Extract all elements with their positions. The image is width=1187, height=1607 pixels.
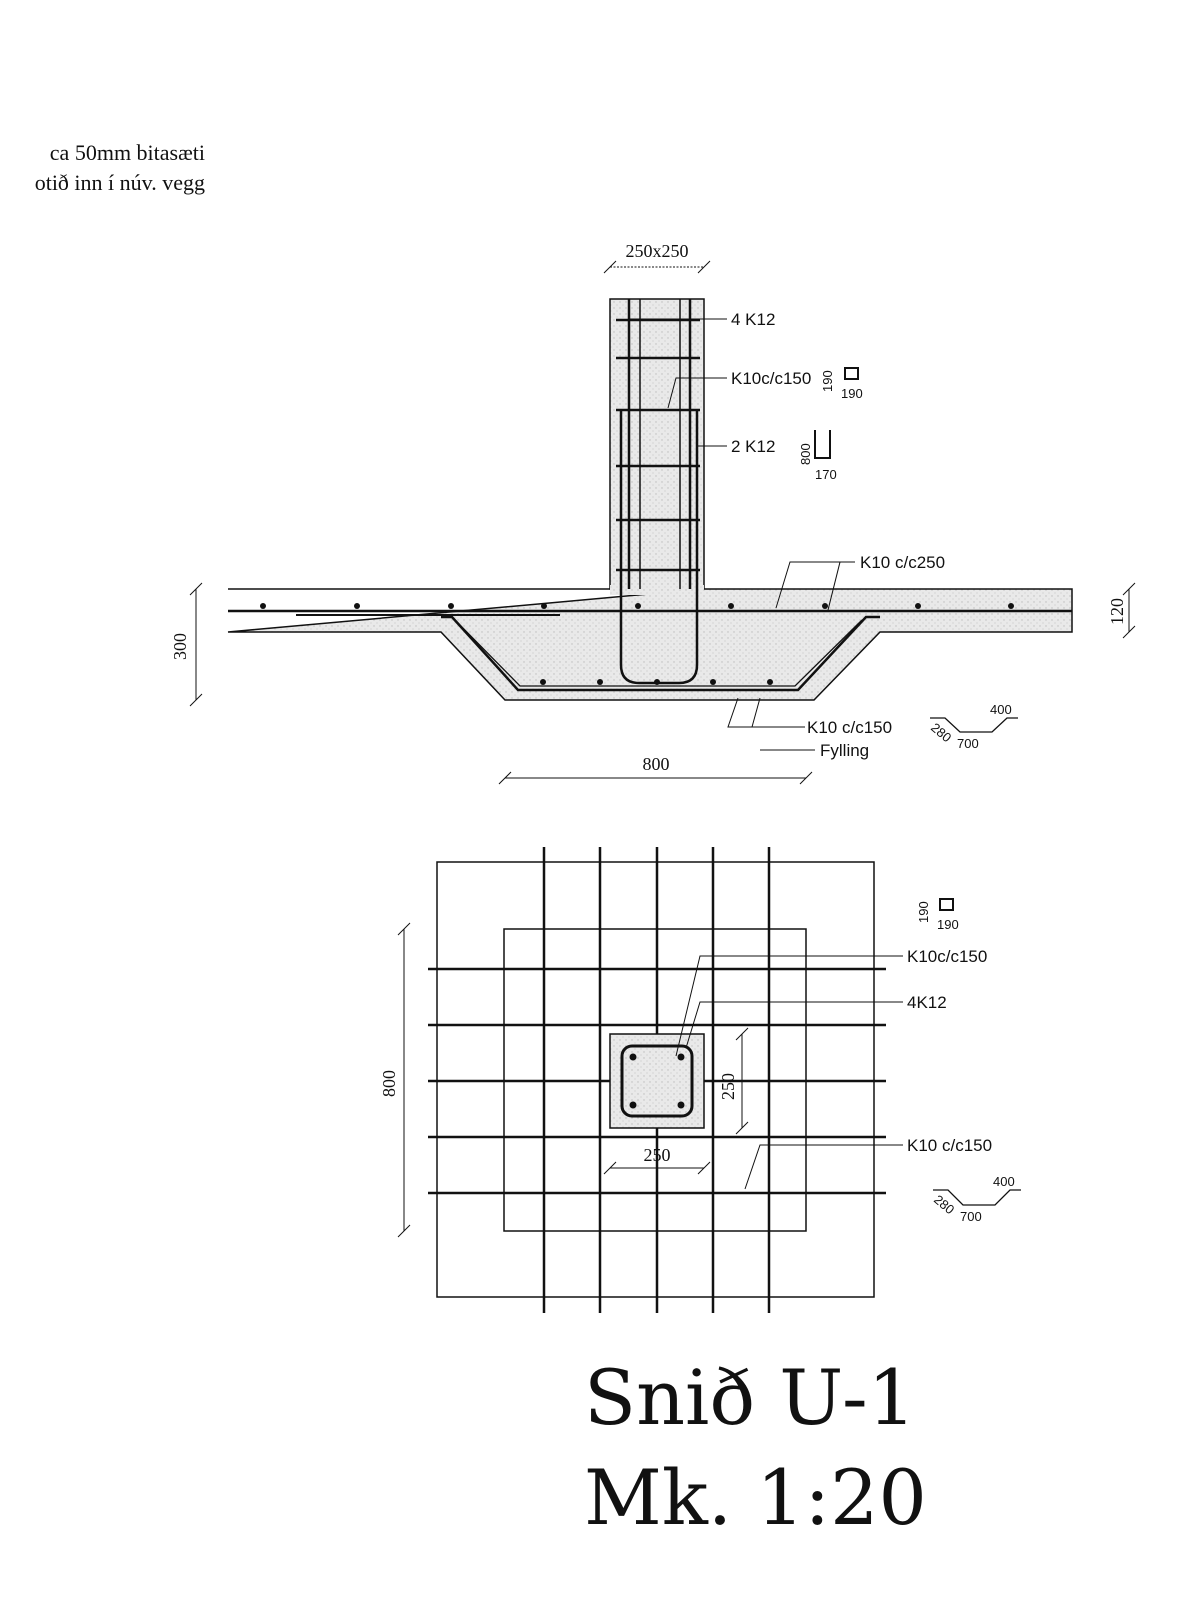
svg-text:700: 700 bbox=[960, 1209, 982, 1224]
section-elevation: 250x250 4 K12 K10c/c150 190 190 2 K12 bbox=[170, 241, 1136, 785]
dowel-shape-symbol: 800 170 bbox=[798, 430, 837, 482]
svg-text:170: 170 bbox=[815, 467, 837, 482]
section-plan: 190 190 K10c/c150 4K12 K10 c/c150 250 25… bbox=[379, 847, 1021, 1313]
footing-bar bbox=[441, 615, 880, 692]
stirrup-shape-symbol: 190 190 bbox=[820, 367, 863, 401]
section-title: Snið U-1 bbox=[584, 1353, 916, 1442]
label-2k12: 2 K12 bbox=[731, 437, 775, 456]
svg-text:190: 190 bbox=[937, 917, 959, 932]
svg-text:400: 400 bbox=[990, 702, 1012, 717]
dim-column-size: 250x250 bbox=[626, 241, 689, 261]
dim-footing-depth: 300 bbox=[170, 633, 190, 660]
slab-bar-dots bbox=[260, 603, 1014, 685]
dim-footing-width: 800 bbox=[643, 754, 670, 774]
svg-text:190: 190 bbox=[916, 901, 931, 923]
plan-label-4k12: 4K12 bbox=[907, 993, 947, 1012]
svg-text:700: 700 bbox=[957, 736, 979, 751]
label-footing-bar: K10 c/c150 bbox=[807, 718, 892, 737]
plan-dim-column-h: 250 bbox=[644, 1145, 671, 1165]
svg-text:800: 800 bbox=[798, 443, 813, 465]
plan-label-stirrup: K10c/c150 bbox=[907, 947, 987, 966]
svg-text:400: 400 bbox=[993, 1174, 1015, 1189]
label-fill: Fylling bbox=[820, 741, 869, 760]
plan-dim-width: 800 bbox=[379, 1070, 399, 1097]
plan-outer-outline bbox=[436, 861, 875, 1298]
plan-dim-column-v: 250 bbox=[718, 1073, 738, 1100]
scale-label: Mk. 1:20 bbox=[584, 1453, 927, 1542]
bend-shape-plan: 280 700 400 bbox=[931, 1174, 1021, 1224]
column-stirrups bbox=[616, 318, 700, 572]
note-line-1: ca 50mm bitasæti bbox=[49, 140, 205, 165]
note-line-2: otið inn í núv. vegg bbox=[34, 170, 205, 195]
label-slab-bar: K10 c/c250 bbox=[860, 553, 945, 572]
bend-shape-elevation: 280 700 400 bbox=[928, 702, 1018, 751]
label-stirrup: K10c/c150 bbox=[731, 369, 811, 388]
plan-column-stirrup bbox=[620, 1044, 694, 1118]
plan-column-bars bbox=[629, 1053, 685, 1109]
svg-text:190: 190 bbox=[820, 370, 835, 392]
plan-stirrup-shape: 190 190 bbox=[916, 898, 959, 932]
plan-label-mesh: K10 c/c150 bbox=[907, 1136, 992, 1155]
svg-text:190: 190 bbox=[841, 386, 863, 401]
dim-slab-thickness: 120 bbox=[1107, 598, 1127, 625]
label-4k12: 4 K12 bbox=[731, 310, 775, 329]
slab-footing-outline bbox=[227, 588, 1073, 701]
